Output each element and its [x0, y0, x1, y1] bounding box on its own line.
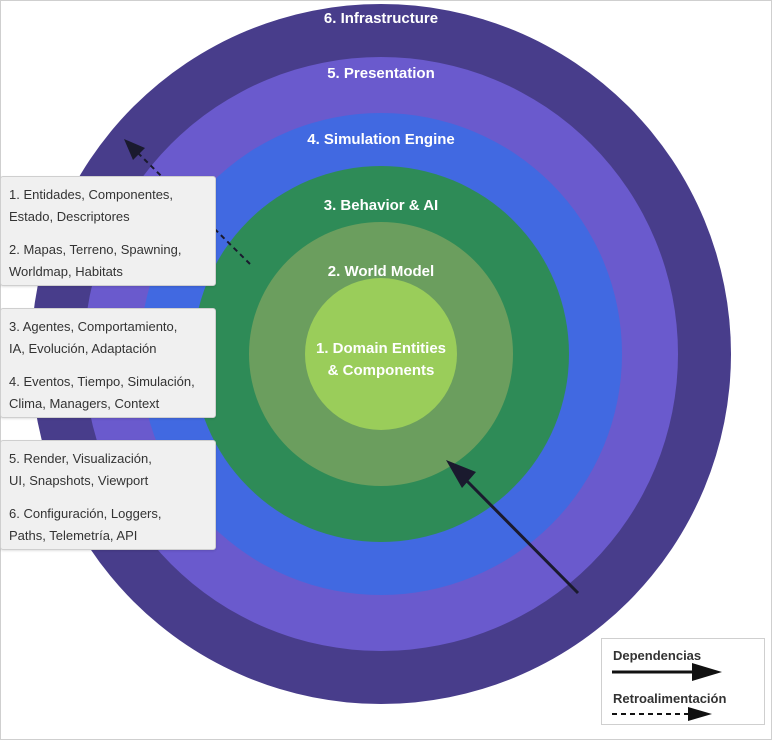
info-text: 2. Mapas, Terreno, Spawning, — [9, 242, 182, 257]
layer-label-2: 2. World Model — [328, 263, 434, 280]
info-text: 4. Eventos, Tiempo, Simulación, — [9, 374, 195, 389]
legend-dependencies-label: Dependencias — [613, 648, 702, 663]
legend-dashed-arrow-icon — [612, 707, 712, 721]
layer-label-6: 6. Infrastructure — [324, 10, 438, 27]
layer-label-4: 4. Simulation Engine — [307, 131, 455, 148]
layer-label-3: 3. Behavior & AI — [324, 197, 438, 214]
info-text: Clima, Managers, Context — [9, 396, 160, 411]
info-text: Estado, Descriptores — [9, 209, 130, 224]
info-box-layers-5-6: 5. Render, Visualización, UI, Snapshots,… — [0, 440, 216, 550]
info-text: UI, Snapshots, Viewport — [9, 473, 149, 488]
dependency-arrow-line — [463, 477, 580, 595]
info-box-layers-3-4: 3. Agentes, Comportamiento, IA, Evolució… — [0, 308, 216, 418]
legend-solid-arrow-icon — [612, 663, 722, 681]
info-text: 6. Configuración, Loggers, — [9, 506, 162, 521]
layer-label-5: 5. Presentation — [327, 65, 435, 82]
legend-feedback-label: Retroalimentación — [613, 691, 727, 706]
info-box-layers-1-2: 1. Entidades, Componentes, Estado, Descr… — [0, 176, 216, 286]
feedback-arrowhead — [124, 139, 145, 160]
layer-label-1: 1. Domain Entities — [316, 340, 446, 357]
legend: Dependencias Retroalimentación — [601, 638, 765, 725]
info-text: 1. Entidades, Componentes, — [9, 187, 174, 202]
info-text: Paths, Telemetría, API — [9, 528, 138, 543]
dependency-arrowhead — [446, 460, 476, 488]
layer-ring-1 — [305, 278, 457, 430]
info-text: IA, Evolución, Adaptación — [9, 341, 157, 356]
info-text: 3. Agentes, Comportamiento, — [9, 319, 178, 334]
info-text: Worldmap, Habitats — [9, 264, 123, 279]
layer-label-1-line2: & Components — [328, 362, 435, 379]
info-text: 5. Render, Visualización, — [9, 451, 152, 466]
